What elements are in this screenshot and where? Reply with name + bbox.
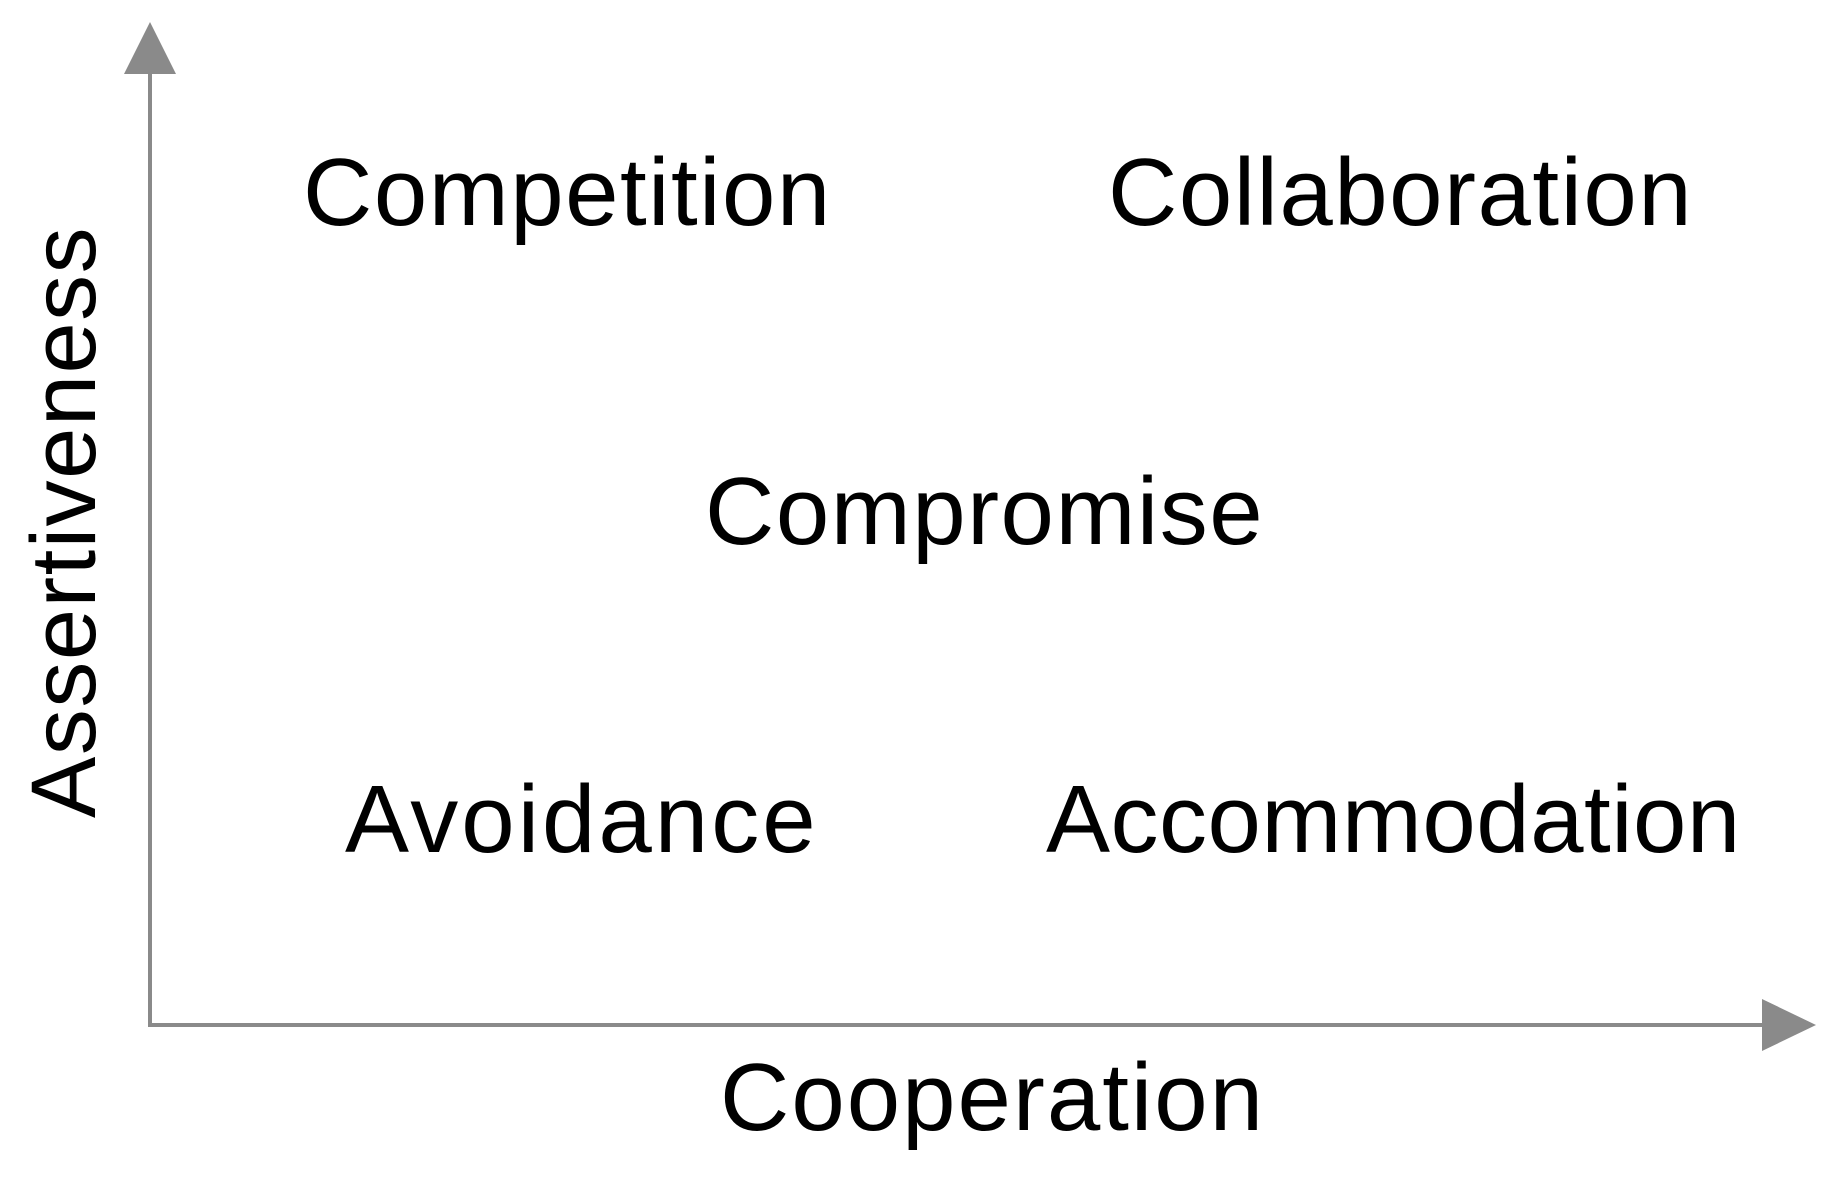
quadrant-label-avoidance: Avoidance (345, 766, 819, 873)
y-axis-arrow-icon (124, 22, 176, 74)
x-axis-arrow-icon (1762, 999, 1816, 1051)
x-axis-label: Cooperation (720, 1044, 1266, 1151)
center-label-compromise: Compromise (705, 458, 1265, 565)
x-axis (148, 999, 1816, 1051)
quadrant-label-accommodation: Accommodation (1046, 766, 1741, 873)
quadrant-label-competition: Competition (303, 139, 832, 246)
y-axis-label: Assertiveness (13, 225, 115, 818)
y-axis (124, 22, 176, 1025)
quadrant-label-collaboration: Collaboration (1108, 139, 1694, 246)
